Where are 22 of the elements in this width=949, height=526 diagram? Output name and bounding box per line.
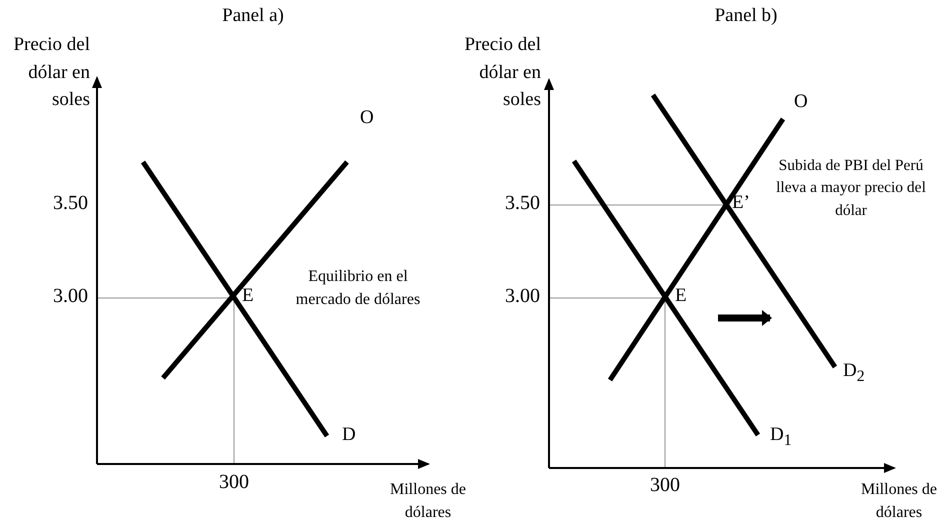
axis-title: Millones de dólares — [860, 480, 938, 524]
curve-label: D — [342, 423, 357, 447]
tick-label: 3.00 — [52, 284, 88, 309]
curve-label: O — [794, 90, 809, 114]
point-label: E’ — [732, 191, 751, 215]
axis-title: Millones de dólares — [389, 480, 467, 524]
panel-title: Panel a) — [221, 4, 285, 28]
axis-title: Precio del dólar en soles — [463, 33, 541, 112]
tick-label: 3.50 — [52, 191, 88, 216]
curve-label: D$_{1}$ — [770, 423, 793, 451]
panel-title: Panel b) — [714, 4, 778, 28]
annotation-text: Subida de PBI del Perú lleva a mayor precio del dólar — [776, 156, 926, 221]
tick-label: 3.00 — [504, 284, 540, 309]
axis-title: Precio del dólar en soles — [12, 33, 90, 112]
tick-label: 300 — [649, 473, 681, 498]
tick-label: 3.50 — [504, 191, 540, 216]
tick-label: 300 — [218, 470, 250, 495]
annotation-text: Equilibrio en el mercado de dólares — [294, 267, 422, 310]
point-label: E — [242, 284, 255, 308]
curve-label: D$_{2}$ — [843, 359, 866, 387]
curve-label: O — [360, 106, 375, 130]
point-label: E — [675, 284, 688, 308]
